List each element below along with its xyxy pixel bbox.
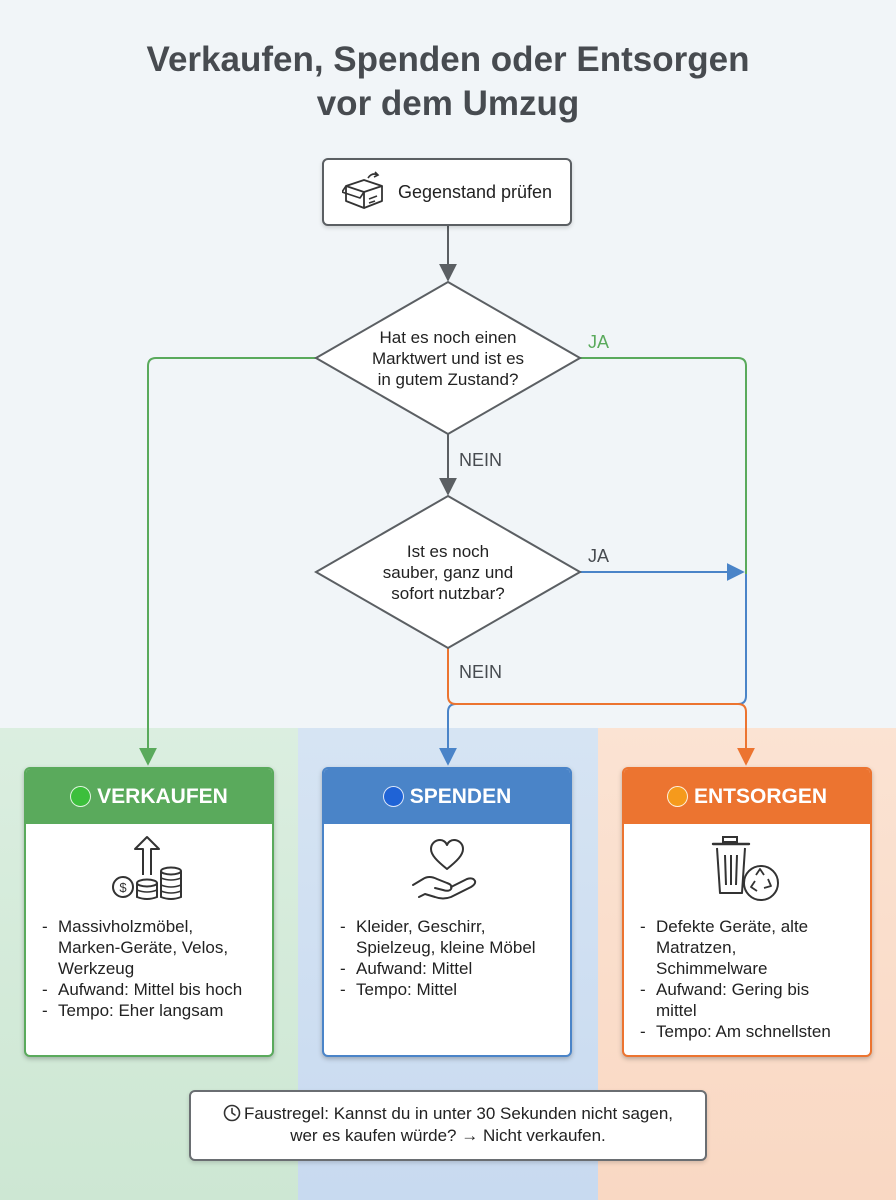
decision2-line: sauber, ganz und [382, 563, 514, 582]
decision1-line: Marktwert und ist es [371, 349, 525, 368]
entsorgen-header: ENTSORGEN [624, 769, 870, 824]
list-item: -Tempo: Am schnellsten [640, 1022, 831, 1041]
start-label: Gegenstand prüfen [397, 181, 553, 202]
spenden-title: SPENDEN [409, 784, 512, 808]
start-node: Gegenstand prüfen [322, 158, 572, 226]
clock-icon [223, 1104, 241, 1122]
entsorgen-list: - Defekte Geräte, alte Matratzen, Schimm… [624, 916, 870, 1042]
trash-recycle-icon [624, 824, 870, 916]
list-item: - Kleider, Geschirr, Spielzeug, kleine M… [340, 917, 536, 957]
verkaufen-card: VERKAUFEN $ - Massivholzmöbel, Marken-Ge… [24, 767, 274, 1057]
decision1-no-label: NEIN [459, 450, 503, 470]
arrow-to-verkaufen [139, 357, 318, 766]
green-right-branch [580, 357, 747, 574]
decision1-diamond [313, 280, 583, 436]
tip-line-1: Faustregel: Kannst du in unter 30 Sekund… [191, 1103, 705, 1125]
decision2-diamond [313, 494, 583, 650]
decision1-line: Hat es noch einen [379, 328, 517, 347]
title-line-2: vor dem Umzug [316, 84, 580, 123]
arrow-to-entsorgen [447, 648, 755, 766]
svg-text:$: $ [119, 880, 127, 895]
list-item: -Aufwand: Mittel bis hoch [42, 980, 243, 999]
list-item: - Massivholzmöbel, Marken-Geräte, Velos,… [42, 917, 229, 978]
spenden-header: SPENDEN [324, 769, 570, 824]
verkaufen-header: VERKAUFEN [26, 769, 272, 824]
decision2-line: sofort nutzbar? [391, 584, 505, 603]
decision2-line: Ist es noch [406, 542, 490, 561]
list-item: -Tempo: Eher langsam [42, 1001, 224, 1020]
decision1-line: in gutem Zustand? [377, 370, 519, 389]
list-item: - Defekte Geräte, alte Matratzen, Schimm… [640, 917, 809, 978]
decision2-yes-label: JA [588, 546, 610, 566]
page-title: Verkaufen, Spenden oder Entsorgen vor de… [0, 38, 896, 126]
rule-of-thumb-box: Faustregel: Kannst du in unter 30 Sekund… [189, 1090, 707, 1161]
spenden-card: SPENDEN - Kleider, Geschirr, Spielzeug, … [322, 767, 572, 1057]
spenden-list: - Kleider, Geschirr, Spielzeug, kleine M… [324, 916, 570, 1000]
green-dot-icon [70, 786, 92, 807]
verkaufen-list: - Massivholzmöbel, Marken-Geräte, Velos,… [26, 916, 272, 1021]
money-up-icon: $ [26, 824, 272, 916]
heart-hand-icon [324, 824, 570, 916]
decision1-text: Hat es noch einen Marktwert und ist es i… [338, 327, 558, 390]
entsorgen-card: ENTSORGEN - Defekte Geräte, alte Matratz… [622, 767, 872, 1057]
title-line-1: Verkaufen, Spenden oder Entsorgen [146, 40, 750, 79]
orange-dot-icon [666, 786, 688, 807]
box-icon [341, 170, 386, 215]
list-item: -Tempo: Mittel [340, 980, 458, 999]
decision2-no-label: NEIN [459, 662, 503, 682]
decision2-text: Ist es noch sauber, ganz und sofort nutz… [338, 541, 558, 604]
verkaufen-title: VERKAUFEN [97, 784, 228, 808]
entsorgen-title: ENTSORGEN [693, 784, 827, 808]
list-item: - Aufwand: Gering bis mittel [640, 980, 810, 1020]
blue-dot-icon [382, 786, 404, 807]
list-item: -Aufwand: Mittel [340, 959, 473, 978]
tip-line-2: wer es kaufen würde? → Nicht verkaufen. [290, 1126, 606, 1145]
decision1-yes-label: JA [588, 332, 610, 352]
